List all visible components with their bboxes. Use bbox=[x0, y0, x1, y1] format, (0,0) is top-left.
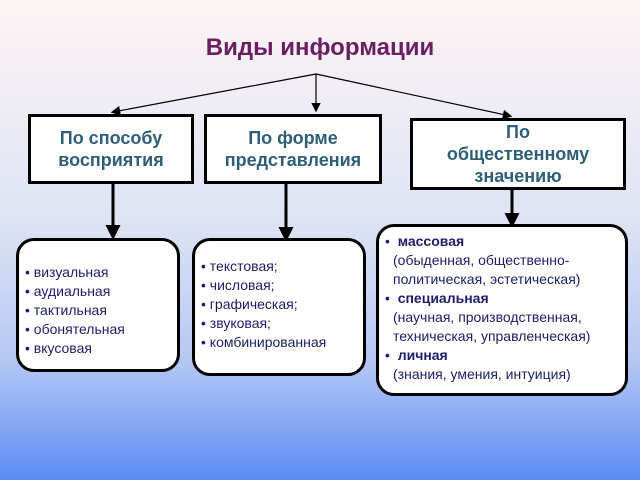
item-detail: (обыденная, общественно-политическая, эс… bbox=[393, 252, 581, 287]
list-item: вкусовая bbox=[25, 339, 177, 358]
item-name: личная bbox=[397, 347, 448, 363]
list-item: визуальная bbox=[25, 263, 177, 282]
list-item: числовая; bbox=[201, 276, 363, 295]
arrow-to-perception bbox=[110, 73, 317, 116]
form-list-box: текстовая; числовая; графическая; звуков… bbox=[192, 238, 366, 376]
perception-list-box: визуальная аудиальная тактильная обоняте… bbox=[16, 238, 180, 372]
list-item: комбинированная bbox=[201, 333, 363, 352]
item-name: специальная bbox=[397, 290, 489, 306]
item-detail: (научная, производственная, техническая,… bbox=[393, 309, 591, 344]
list-item: обонятельная bbox=[25, 320, 177, 339]
list-item: специальная (научная, производственная, … bbox=[385, 289, 617, 346]
list-item: личная (знания, умения, интуиция) bbox=[385, 346, 617, 384]
category-social-heading: По общественному значению bbox=[446, 122, 590, 186]
category-form-box: По форме представления bbox=[204, 114, 382, 184]
category-form-heading: По форме представления bbox=[224, 128, 362, 170]
list-item: тактильная bbox=[25, 301, 177, 320]
category-social-box: По общественному значению bbox=[410, 118, 626, 190]
list-item: аудиальная bbox=[25, 282, 177, 301]
list-item: массовая (обыденная, общественно-политич… bbox=[385, 232, 617, 289]
social-list-box: массовая (обыденная, общественно-политич… bbox=[376, 224, 628, 396]
category-perception-box: По способу восприятия bbox=[28, 114, 194, 184]
list-item: текстовая; bbox=[201, 257, 363, 276]
diagram-title: Виды информации bbox=[205, 34, 435, 61]
list-item: звуковая; bbox=[201, 314, 363, 333]
arrow-to-social bbox=[315, 73, 513, 120]
item-name: массовая bbox=[397, 233, 465, 249]
list-item: графическая; bbox=[201, 295, 363, 314]
category-perception-heading: По способу восприятия bbox=[58, 128, 164, 170]
item-detail: (знания, умения, интуиция) bbox=[393, 366, 571, 382]
